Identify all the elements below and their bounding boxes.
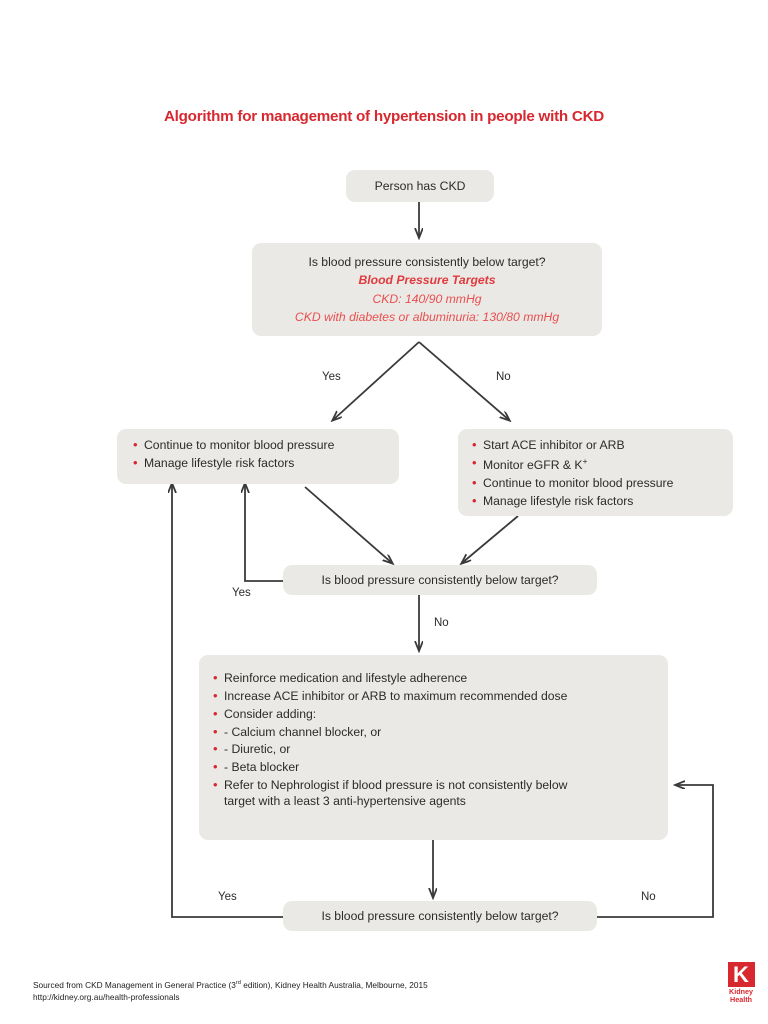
logo-wordmark: Kidney Health <box>722 988 760 1004</box>
edge-label-decision1-no: No <box>496 371 511 383</box>
footer-line-1: Sourced from CKD Management in General P… <box>33 980 428 990</box>
node-decision-1: Is blood pressure consistently below tar… <box>252 243 602 336</box>
edge-nobox-to-decision2 <box>462 515 519 563</box>
list-item-egfr: Monitor eGFR & K+ <box>472 455 733 474</box>
list-item: Start ACE inhibitor or ARB <box>472 437 733 454</box>
edge-yesbox-to-decision2 <box>304 486 392 563</box>
list-item: Reinforce medication and lifestyle adher… <box>213 670 668 687</box>
yes-branch-list: Continue to monitor blood pressure Manag… <box>133 437 399 472</box>
logo-letter-k: K <box>733 962 749 987</box>
edge-label-decision1-yes: Yes <box>322 371 341 383</box>
list-item: Increase ACE inhibitor or ARB to maximum… <box>213 688 668 705</box>
no-branch-list: Start ACE inhibitor or ARB Monitor eGFR … <box>472 437 733 510</box>
edge-label-decision3-yes: Yes <box>218 891 237 903</box>
footer-source-a: Sourced from CKD Management in General P… <box>33 980 236 990</box>
treatment-list: Reinforce medication and lifestyle adher… <box>213 670 668 810</box>
list-item-referral: Refer to Nephrologist if blood pressure … <box>213 777 668 810</box>
decision1-targets-heading: Blood Pressure Targets <box>358 273 496 288</box>
edge-label-decision2-yes: Yes <box>232 587 251 599</box>
node-no-branch: Start ACE inhibitor or ARB Monitor eGFR … <box>458 429 733 516</box>
referral-line-1: Refer to Nephrologist if blood pressure … <box>224 778 568 793</box>
list-item: Continue to monitor blood pressure <box>133 437 399 454</box>
sub-list-item: - Calcium channel blocker, or <box>213 724 668 741</box>
node-yes-branch: Continue to monitor blood pressure Manag… <box>117 429 399 484</box>
decision1-question: Is blood pressure consistently below tar… <box>308 255 546 269</box>
edge-decision2-yes <box>245 484 283 582</box>
edge-label-decision3-no: No <box>641 891 656 903</box>
footer-source-b: edition), Kidney Health Australia, Melbo… <box>240 980 428 990</box>
logo-word-kidney: Kidney <box>729 987 753 996</box>
footer-source: Sourced from CKD Management in General P… <box>33 979 428 1003</box>
logo-mark-icon: K <box>727 962 755 987</box>
page-title: Algorithm for management of hypertension… <box>163 108 605 125</box>
sub-list-item: - Diuretic, or <box>213 741 668 758</box>
list-item: Continue to monitor blood pressure <box>472 475 733 492</box>
sub-list-item: - Beta blocker <box>213 759 668 776</box>
edge-label-decision2-no: No <box>434 617 449 629</box>
referral-line-2: target with a least 3 anti-hypertensive … <box>224 794 466 809</box>
footer-url[interactable]: http://kidney.org.au/health-professional… <box>33 992 180 1003</box>
decision1-target-diabetes: CKD with diabetes or albuminuria: 130/80… <box>294 309 560 324</box>
footer-ordinal-sup: rd <box>235 980 241 987</box>
list-item: Manage lifestyle risk factors <box>133 455 399 472</box>
node-treatment: Reinforce medication and lifestyle adher… <box>199 655 668 840</box>
edge-decision1-yes <box>333 341 420 420</box>
node-decision-3: Is blood pressure consistently below tar… <box>283 901 597 931</box>
list-item: Consider adding: <box>213 706 668 723</box>
decision2-question: Is blood pressure consistently below tar… <box>321 573 559 587</box>
decision3-question: Is blood pressure consistently below tar… <box>321 909 559 923</box>
decision1-target-ckd: CKD: 140/90 mmHg <box>372 291 482 306</box>
node-start-label: Person has CKD <box>374 179 466 193</box>
logo-word-health: Health <box>730 994 752 1004</box>
list-item-egfr-text: Monitor eGFR & K <box>483 457 583 472</box>
node-start: Person has CKD <box>346 170 494 202</box>
kidney-health-logo: K Kidney Health <box>722 962 760 1006</box>
superscript-plus: + <box>582 455 588 466</box>
node-decision-2: Is blood pressure consistently below tar… <box>283 565 597 595</box>
list-item: Manage lifestyle risk factors <box>472 493 733 510</box>
